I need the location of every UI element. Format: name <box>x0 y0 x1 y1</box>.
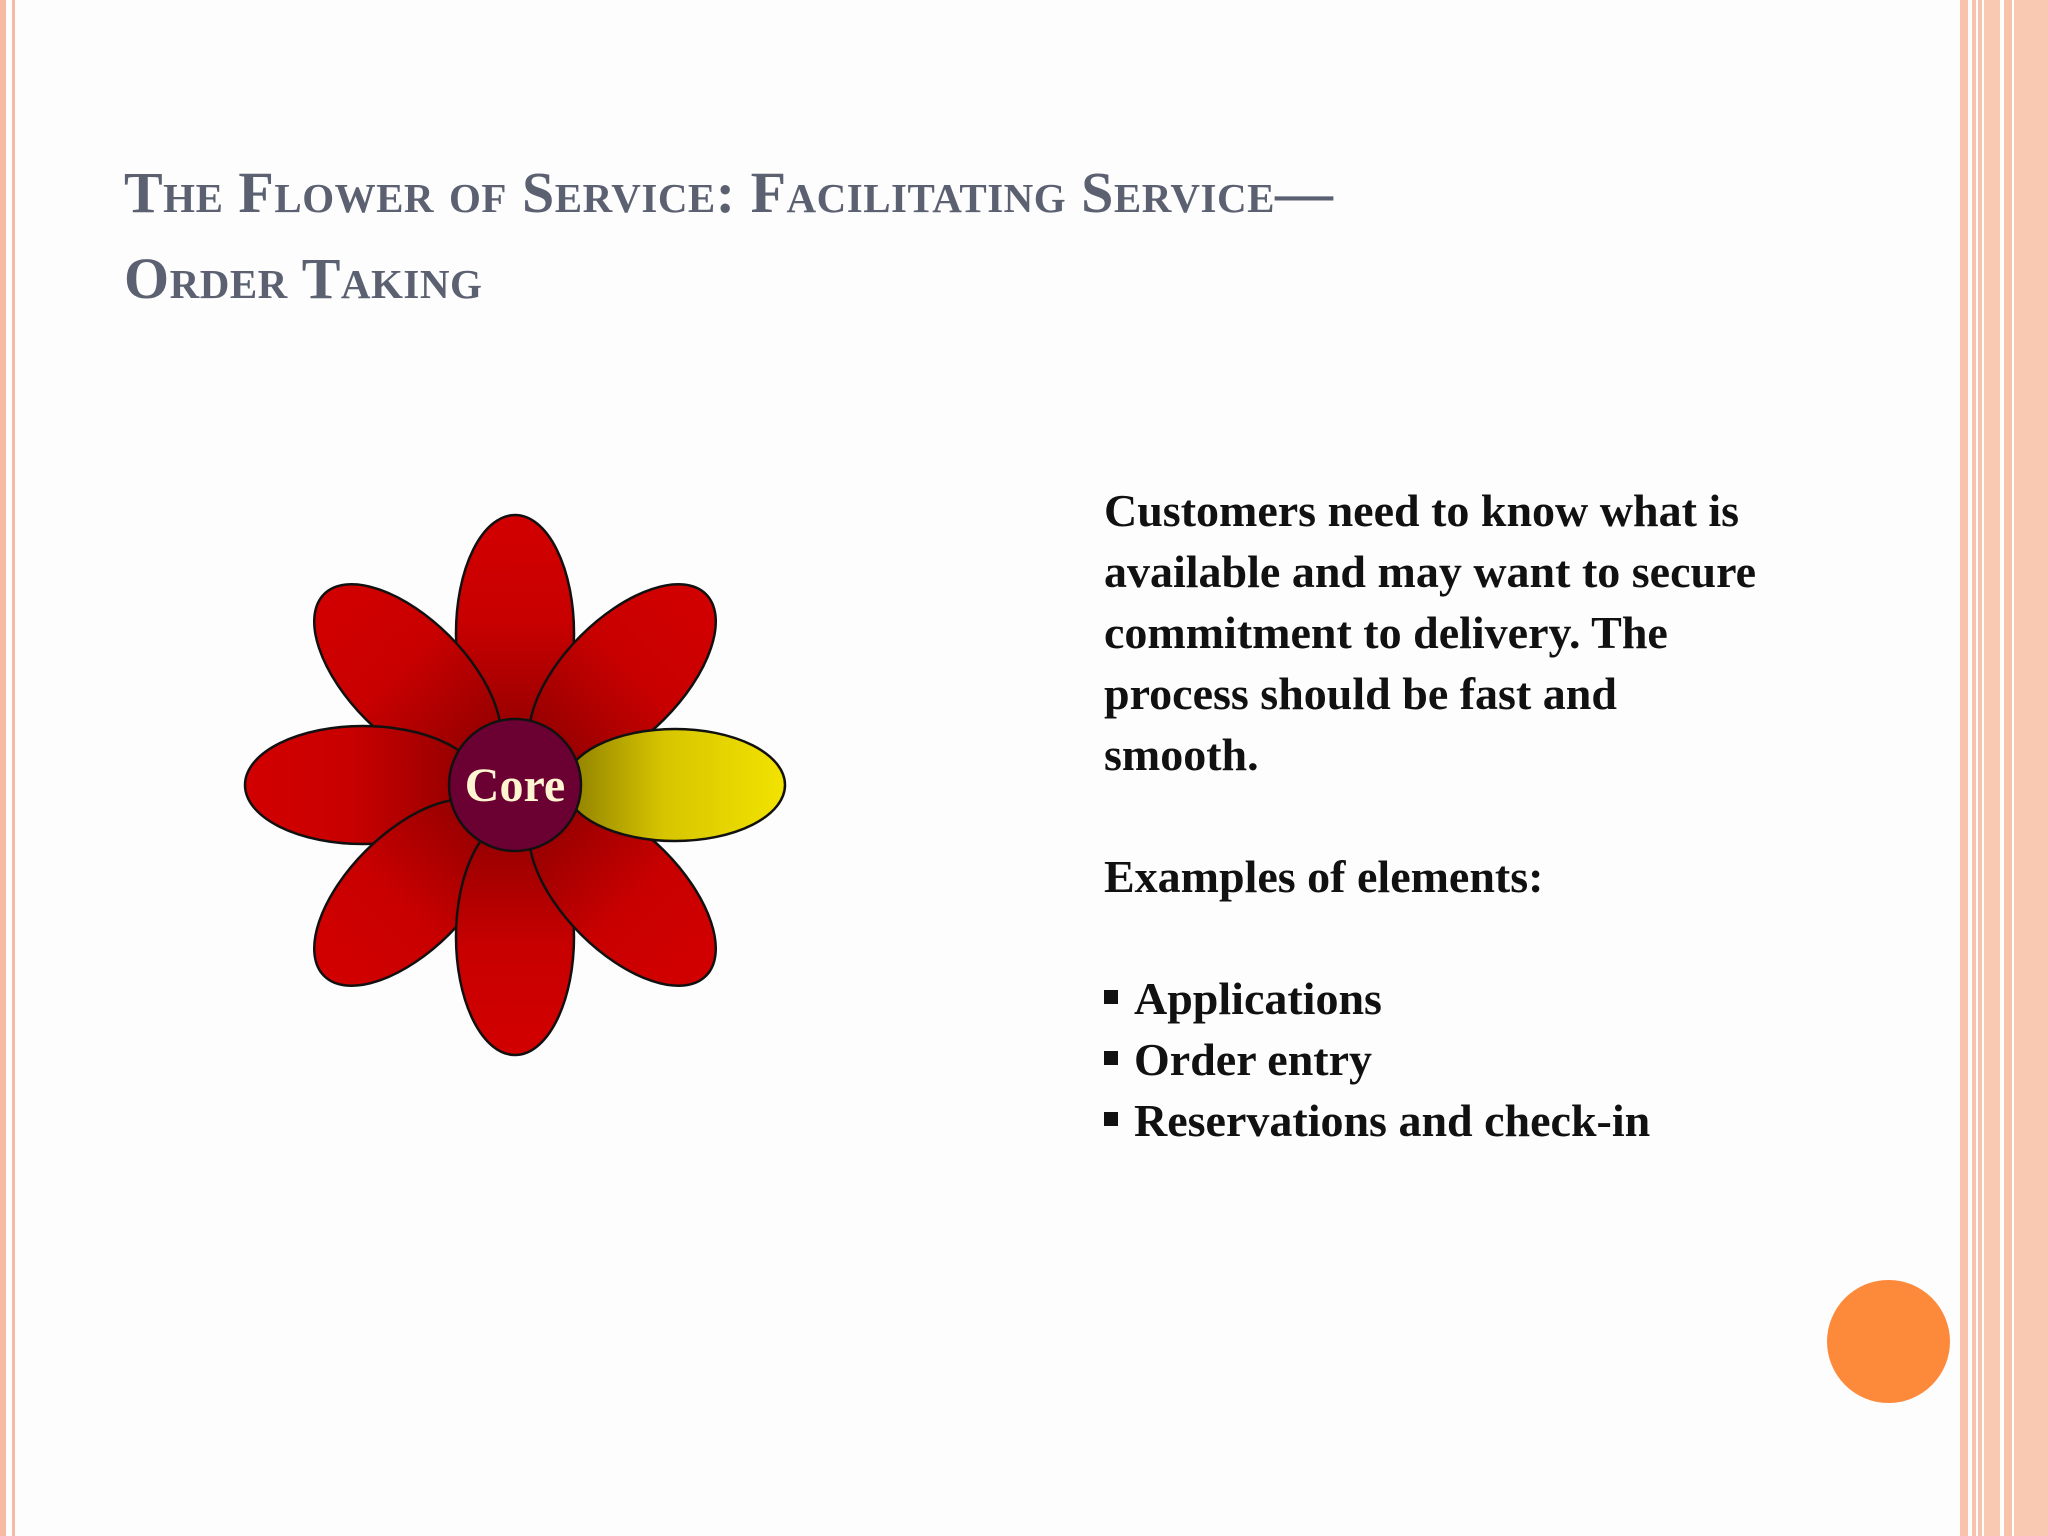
flower-of-service-diagram: Core <box>243 513 787 1057</box>
slide-title: The Flower of Service: Facilitating Serv… <box>124 150 1724 322</box>
examples-list: Applications Order entry Reservations an… <box>1104 968 1864 1151</box>
list-item: Reservations and check-in <box>1104 1090 1864 1151</box>
right-border-stripe <box>1984 0 2000 1536</box>
slide-title-line-2: Order Taking <box>124 246 483 311</box>
description-line: Customers need to know what is <box>1104 485 1740 536</box>
flower-core-label: Core <box>465 759 565 812</box>
square-bullet-icon <box>1104 1111 1118 1126</box>
square-bullet-icon <box>1104 1050 1118 1065</box>
petal-right-highlighted <box>563 727 787 843</box>
list-item-label: Applications <box>1134 973 1382 1024</box>
list-item-label: Order entry <box>1134 1034 1373 1085</box>
decorative-orange-circle <box>1827 1280 1950 1403</box>
left-border-stripe <box>0 0 6 1536</box>
right-border-stripe <box>2004 0 2012 1536</box>
slide-title-line-1: The Flower of Service: Facilitating Serv… <box>124 160 1334 225</box>
right-border-stripe <box>2014 0 2048 1536</box>
flower-core <box>447 717 583 853</box>
list-item-label: Reservations and check-in <box>1134 1095 1651 1146</box>
examples-heading: Examples of elements: <box>1104 851 1544 902</box>
right-border-stripe <box>1972 0 1976 1536</box>
description-line: process should be fast and <box>1104 668 1617 719</box>
right-border-stripe <box>1978 0 1982 1536</box>
description-line: available and may want to secure <box>1104 546 1757 597</box>
description-line: commitment to delivery. The <box>1104 607 1668 658</box>
right-border-stripe <box>1960 0 1968 1536</box>
square-bullet-icon <box>1104 989 1118 1004</box>
list-item: Order entry <box>1104 1029 1864 1090</box>
description-line: smooth. <box>1104 729 1259 780</box>
description-block: Customers need to know what is available… <box>1104 480 1864 1151</box>
left-border-stripe <box>12 0 15 1536</box>
list-item: Applications <box>1104 968 1864 1029</box>
